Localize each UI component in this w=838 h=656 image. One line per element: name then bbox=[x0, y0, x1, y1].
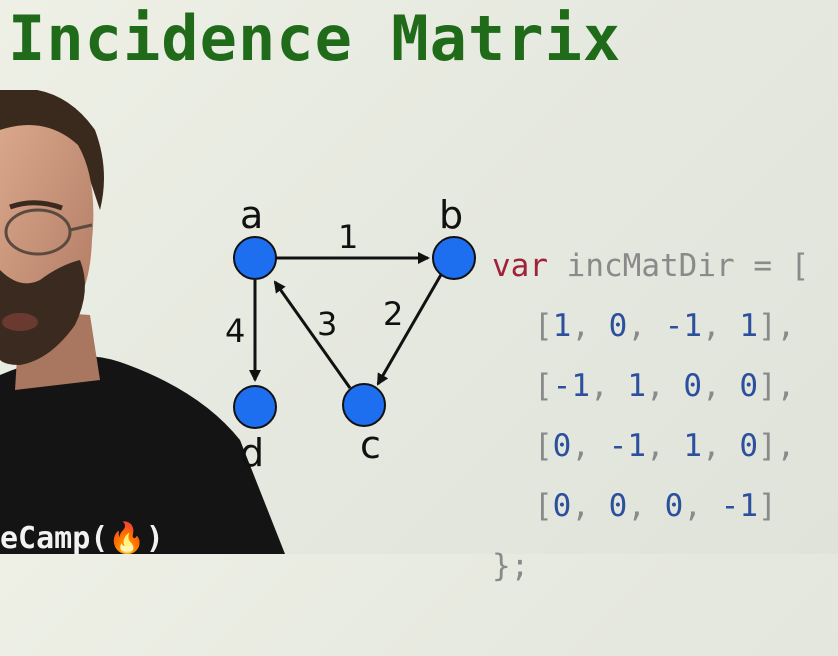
code-identifier: incMatDir bbox=[566, 248, 735, 284]
node-a bbox=[233, 236, 277, 280]
node-label-d: d bbox=[240, 431, 264, 475]
edge-label-1: 1 bbox=[338, 218, 358, 256]
code-closing: }; bbox=[492, 548, 530, 584]
node-c bbox=[342, 383, 386, 427]
shirt bbox=[0, 355, 285, 554]
graph-diagram: 1 2 3 4 a b c d bbox=[225, 193, 476, 475]
matrix-row: [0, 0, 0, -1] bbox=[534, 488, 777, 524]
edge-3 bbox=[273, 280, 352, 389]
code-keyword: var bbox=[492, 248, 548, 284]
matrix-row: [0, -1, 1, 0], bbox=[534, 428, 796, 464]
code-block: var incMatDir = [ [1, 0, -1, 1], [-1, 1, 0… bbox=[492, 176, 809, 656]
slide-title: Incidence Matrix bbox=[8, 2, 622, 75]
shirt-logo-text: eCamp(🔥) bbox=[0, 520, 164, 554]
matrix-row: [1, 0, -1, 1], bbox=[534, 308, 796, 344]
code-declaration: var incMatDir = [ bbox=[492, 236, 809, 296]
edge-label-3: 3 bbox=[317, 305, 337, 343]
edge-label-4: 4 bbox=[225, 312, 245, 350]
node-d bbox=[233, 385, 277, 429]
edge-2 bbox=[376, 272, 444, 386]
code-operator: = [ bbox=[753, 248, 810, 284]
edge-label-2: 2 bbox=[383, 295, 403, 333]
node-label-b: b bbox=[439, 193, 463, 237]
node-label-c: c bbox=[360, 423, 381, 467]
presenter-video: eCamp(🔥) bbox=[0, 90, 285, 554]
matrix-row: [-1, 1, 0, 0], bbox=[534, 368, 796, 404]
node-label-a: a bbox=[240, 193, 263, 237]
node-b bbox=[432, 236, 476, 280]
